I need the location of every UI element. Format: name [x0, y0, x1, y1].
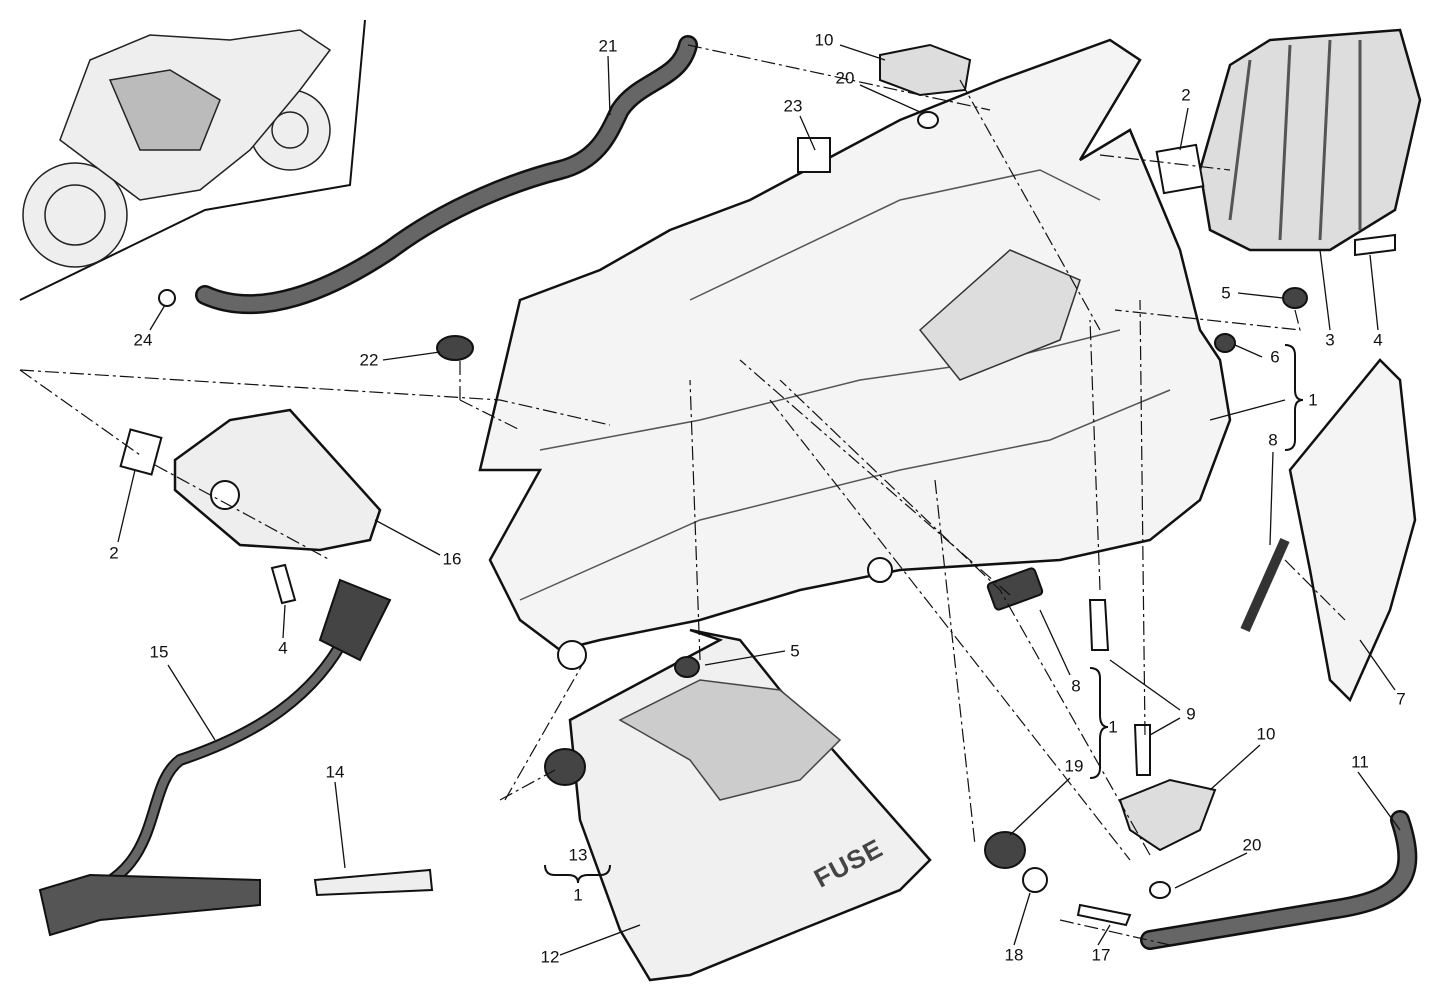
clip-24 [158, 289, 176, 307]
map-sensor-10-bottom [1118, 778, 1217, 852]
fuse-cover-12 [568, 628, 932, 982]
battery-tray-body [478, 38, 1232, 652]
clip-23 [797, 137, 831, 173]
clip-2-left [119, 428, 163, 476]
callout-20: 20 [1242, 835, 1262, 855]
callout-12: 12 [540, 947, 560, 967]
callout-5: 5 [790, 641, 800, 661]
callout-18: 18 [1004, 945, 1024, 965]
map-sensor-10-top [879, 43, 972, 97]
clip-2-top [1155, 143, 1205, 195]
callout-23: 23 [783, 96, 803, 116]
callout-8: 8 [1071, 676, 1081, 696]
callout-1: 1 [1308, 390, 1318, 410]
callout-4: 4 [1373, 330, 1383, 350]
group-braces [544, 344, 1304, 884]
callout-4: 4 [278, 638, 288, 658]
callout-13: 13 [568, 845, 588, 865]
callout-9: 9 [1186, 704, 1196, 724]
spark-plug-14 [313, 868, 434, 897]
grommet-19 [984, 831, 1026, 869]
screw-4a [1354, 233, 1396, 257]
callout-6: 6 [1270, 347, 1280, 367]
screw-9b [1133, 724, 1151, 776]
callout-10: 10 [814, 30, 834, 50]
callout-22: 22 [359, 350, 379, 370]
callout-20: 20 [835, 68, 855, 88]
rubber-22 [436, 335, 474, 361]
callout-5: 5 [1221, 283, 1231, 303]
washer-18 [1022, 867, 1048, 893]
callout-17: 17 [1091, 945, 1111, 965]
callout-16: 16 [442, 549, 462, 569]
callout-19: 19 [1064, 756, 1084, 776]
grommet-13 [544, 748, 586, 786]
callout-21: 21 [598, 36, 618, 56]
callout-2: 2 [1181, 85, 1191, 105]
screw-17 [1076, 903, 1132, 927]
callout-2: 2 [109, 543, 119, 563]
spacer-20-top [917, 111, 939, 129]
rubber-6 [1214, 333, 1236, 353]
ignition-coil-16 [173, 408, 382, 552]
callout-15: 15 [149, 642, 169, 662]
spacer-20-bottom [1149, 881, 1171, 899]
regulator-3 [1198, 28, 1422, 252]
callout-7: 7 [1396, 689, 1406, 709]
callout-1: 1 [573, 885, 583, 905]
callout-24: 24 [133, 330, 153, 350]
callout-3: 3 [1325, 330, 1335, 350]
pad-8 [986, 567, 1044, 611]
callout-14: 14 [325, 762, 345, 782]
screw-9a [1088, 599, 1110, 651]
callout-10: 10 [1256, 724, 1276, 744]
motorcycle-inset-icon [22, 29, 332, 268]
rubber-5a [1282, 287, 1308, 309]
inset-frame [19, 19, 366, 301]
callout-11: 11 [1351, 752, 1369, 772]
callout-8: 8 [1268, 430, 1278, 450]
callout-1: 1 [1108, 717, 1118, 737]
rubber-5b [674, 656, 700, 678]
screw-4b [270, 563, 297, 605]
side-panel-7 [1288, 358, 1417, 703]
